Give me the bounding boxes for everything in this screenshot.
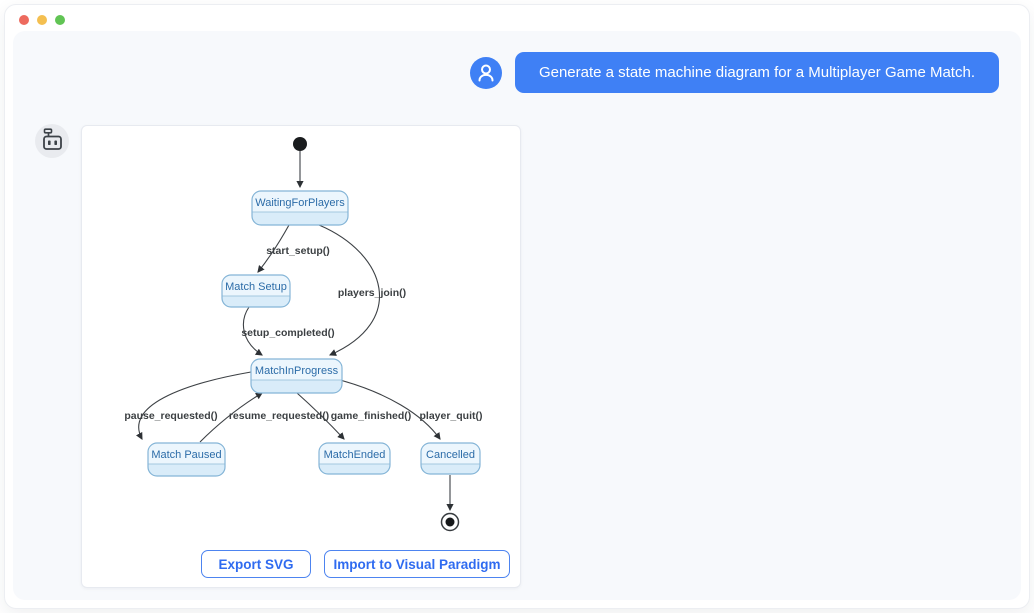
state-node-match-setup: Match Setup (221, 274, 291, 308)
window-titlebar (5, 5, 1029, 31)
transition-label: start_setup() (266, 245, 330, 257)
state-name: Match Setup (225, 281, 287, 293)
bot-avatar (35, 124, 69, 158)
state-node-waitingforplayers: WaitingForPlayers (251, 190, 349, 226)
export-svg-button[interactable]: Export SVG (201, 550, 311, 578)
minimize-circle-icon[interactable] (37, 15, 47, 25)
user-message-row: Generate a state machine diagram for a M… (469, 52, 999, 93)
transition-game-finished (296, 392, 345, 440)
user-avatar (469, 56, 502, 89)
state-machine-diagram: start_setup() players_join() setup_compl… (124, 137, 483, 532)
transition-label: pause_requested() (124, 410, 217, 422)
transition-label: resume_requested() (229, 410, 329, 422)
state-node-matchended: MatchEnded (318, 442, 391, 475)
state-name: WaitingForPlayers (255, 197, 345, 209)
state-name: Cancelled (426, 449, 475, 461)
robot-icon (43, 128, 62, 150)
transition-label: game_finished() (331, 410, 412, 422)
import-visual-paradigm-button[interactable]: Import to Visual Paradigm (324, 550, 510, 578)
zoom-circle-icon[interactable] (55, 15, 65, 25)
content-area: Generate a state machine diagram for a M… (13, 31, 1021, 600)
transition-label: setup_completed() (241, 327, 334, 339)
transition-label: players_join() (338, 287, 406, 299)
state-node-match-paused: Match Paused (147, 442, 226, 477)
state-node-matchinprogress: MatchInProgress (250, 358, 343, 394)
transition-resume-requested (199, 392, 263, 443)
transition-players-join (318, 224, 381, 356)
initial-state-node (293, 137, 307, 151)
transition-start-setup (257, 224, 290, 273)
app-window: Generate a state machine diagram for a M… (4, 4, 1030, 609)
user-message-bubble: Generate a state machine diagram for a M… (514, 52, 999, 93)
state-name: MatchInProgress (255, 365, 339, 377)
state-node-cancelled: Cancelled (420, 442, 481, 475)
diagram-card: start_setup() players_join() setup_compl… (81, 125, 521, 588)
state-name: MatchEnded (324, 449, 386, 461)
state-name: Match Paused (151, 449, 221, 461)
transition-pause-requested (135, 371, 252, 440)
final-state-node (440, 512, 460, 532)
transition-label: player_quit() (419, 410, 482, 422)
transition-player-quit (339, 379, 441, 440)
transition-setup-completed (242, 306, 263, 356)
close-circle-icon[interactable] (19, 15, 29, 25)
person-icon (478, 64, 494, 81)
